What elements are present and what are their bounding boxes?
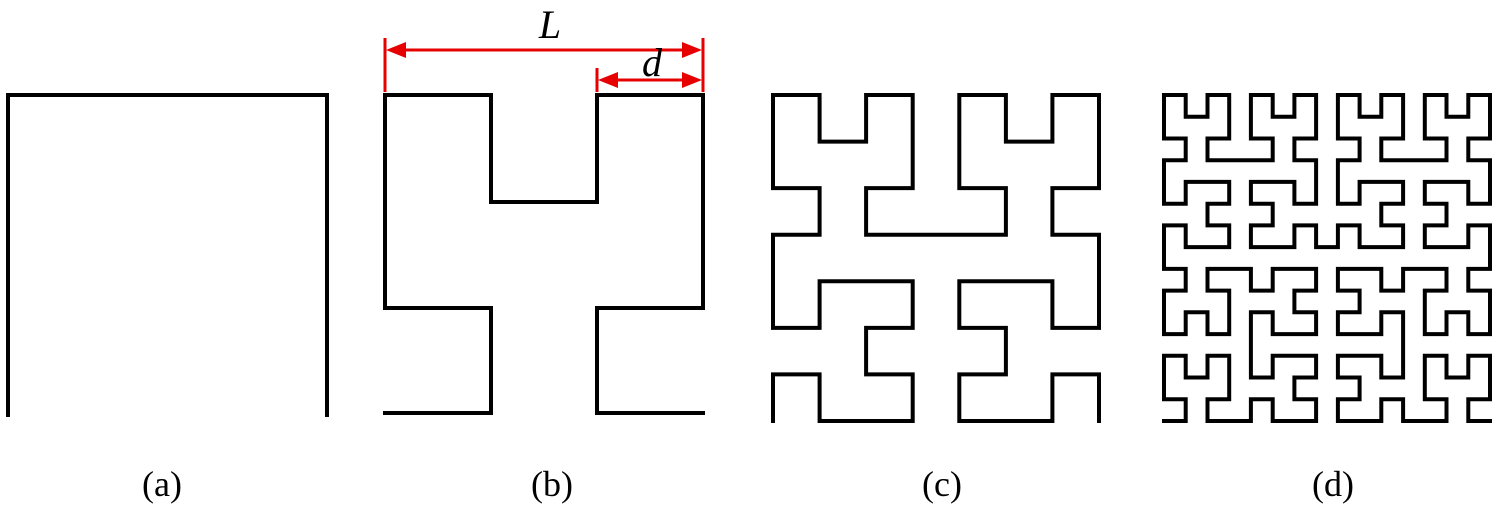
dimension-label-d: d — [642, 40, 663, 85]
caption-c: (c) — [922, 464, 962, 504]
caption-d: (d) — [1312, 464, 1354, 504]
panel-b: L d (b) — [383, 2, 705, 504]
curve-order-2 — [383, 93, 705, 415]
panel-c: (c) — [771, 93, 1101, 504]
dimension-label-L: L — [538, 2, 561, 47]
caption-a: (a) — [142, 464, 182, 504]
curve-order-4 — [1162, 93, 1492, 423]
curve-order-1 — [6, 93, 329, 417]
dimension-overall: L — [383, 2, 705, 92]
caption-b: (b) — [531, 464, 573, 504]
curve-order-3 — [771, 93, 1101, 423]
panel-a: (a) — [6, 93, 329, 504]
dimension-segment: d — [595, 40, 702, 92]
panel-d: (d) — [1162, 93, 1492, 504]
